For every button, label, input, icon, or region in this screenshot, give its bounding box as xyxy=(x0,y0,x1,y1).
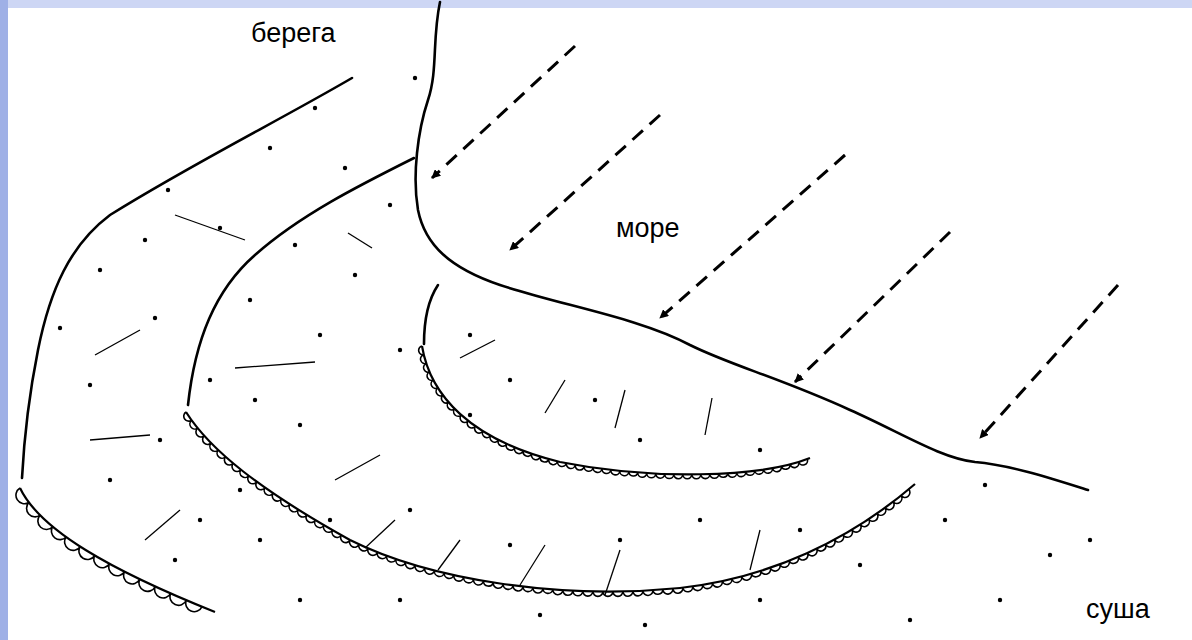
sand-dot xyxy=(413,76,417,80)
frame-band xyxy=(0,0,1192,8)
ancient-shore xyxy=(188,158,414,405)
sand-dot xyxy=(908,618,912,622)
wave-arrow xyxy=(432,46,575,178)
sand-dot xyxy=(343,166,347,170)
sand-dot xyxy=(593,398,597,402)
sand-dot xyxy=(508,543,512,547)
sand-dot xyxy=(143,238,147,242)
sand-dot xyxy=(98,268,102,272)
sand-dot xyxy=(313,106,317,110)
sand-dot xyxy=(198,518,202,522)
ridge-stroke xyxy=(335,455,380,480)
sand-dot xyxy=(638,438,642,442)
sand-dot xyxy=(253,398,257,402)
sand-dot xyxy=(158,438,162,442)
ridge-stroke xyxy=(705,398,712,435)
sand-dot xyxy=(1088,538,1092,542)
ridge-stroke xyxy=(438,540,460,570)
sand-dot xyxy=(166,188,170,192)
cliff-scallops xyxy=(419,346,808,479)
sand-dot xyxy=(298,423,302,427)
sand-dot xyxy=(298,598,302,602)
sand-dot xyxy=(618,538,622,542)
sand-dot xyxy=(698,518,702,522)
ridge-stroke xyxy=(348,233,372,248)
frame-band xyxy=(0,0,8,640)
sand-dot xyxy=(643,623,647,627)
sand-dot xyxy=(758,598,762,602)
sand-dot xyxy=(398,598,402,602)
sand-dot xyxy=(398,348,402,352)
cliff-edge xyxy=(20,488,215,612)
sand-dot xyxy=(258,538,262,542)
sand-dot xyxy=(943,518,947,522)
wave-arrow xyxy=(795,232,950,382)
sand-dot xyxy=(508,378,512,382)
sand-dot xyxy=(408,508,412,512)
wave-arrow xyxy=(660,155,845,318)
sand-dot xyxy=(268,146,272,150)
sand-dot xyxy=(108,478,112,482)
map-label: берега xyxy=(248,18,338,49)
map-label: суша xyxy=(1083,594,1153,625)
shoreline xyxy=(416,2,1088,490)
sand-dot xyxy=(998,598,1002,602)
sand-dot xyxy=(353,273,357,277)
sand-dot xyxy=(798,528,802,532)
sand-dot xyxy=(218,226,222,230)
sand-dot xyxy=(153,316,157,320)
sand-dot xyxy=(1048,553,1052,557)
sand-dot xyxy=(238,488,242,492)
sand-dot xyxy=(248,298,252,302)
sand-dot xyxy=(983,483,987,487)
sand-dot xyxy=(538,613,542,617)
cliff-edge xyxy=(422,346,810,474)
sand-dot xyxy=(328,518,332,522)
sand-dot xyxy=(758,448,762,452)
sand-dot xyxy=(58,326,62,330)
sand-dot xyxy=(173,558,177,562)
ridge-stroke xyxy=(460,340,495,358)
ridge-stroke xyxy=(520,545,545,585)
sand-dot xyxy=(293,243,297,247)
sand-dot xyxy=(468,413,472,417)
ridge-stroke xyxy=(615,390,625,428)
ridge-stroke xyxy=(750,530,760,570)
sand-dot xyxy=(208,378,212,382)
ancient-shore xyxy=(22,78,352,478)
ridge-stroke xyxy=(95,330,140,355)
ridge-stroke xyxy=(90,435,150,440)
ridge-stroke xyxy=(605,550,620,595)
cliff-scallops xyxy=(16,488,202,612)
ridge-stroke xyxy=(145,510,180,540)
ridge-stroke xyxy=(175,215,245,240)
sand-dot xyxy=(468,333,472,337)
sand-dot xyxy=(858,563,862,567)
map-label: море xyxy=(613,213,683,244)
ridge-stroke xyxy=(235,362,315,368)
sand-dot xyxy=(88,383,92,387)
wave-arrow xyxy=(980,285,1118,438)
cliff-edge xyxy=(186,412,915,591)
ridge-stroke xyxy=(365,520,395,548)
ancient-shore xyxy=(424,285,438,344)
sand-dot xyxy=(318,333,322,337)
ridge-stroke xyxy=(545,380,565,413)
cliff-scallops xyxy=(184,412,910,596)
sand-dot xyxy=(388,203,392,207)
